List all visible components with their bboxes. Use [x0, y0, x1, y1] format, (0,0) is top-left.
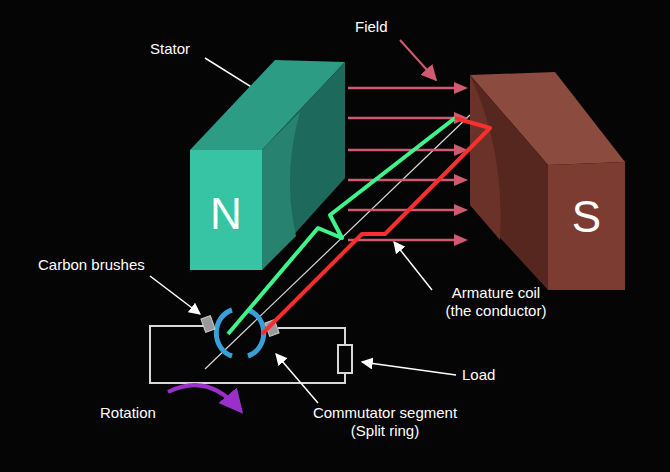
arrow-head [454, 174, 468, 186]
field-line [348, 239, 456, 242]
field-line [348, 179, 456, 182]
field-line [348, 117, 456, 120]
field-arrow [348, 174, 468, 186]
part-label: Field [355, 18, 415, 36]
field-arrow [348, 82, 468, 94]
magnet-face [470, 75, 501, 240]
arrow-head [454, 112, 468, 124]
magnet-pole: N [188, 56, 348, 274]
part-label: Commutator segment (Split ring) [305, 404, 465, 440]
part-label: Stator [150, 40, 220, 58]
part-label: Rotation [100, 404, 180, 422]
commutator-segment [248, 310, 264, 356]
field-line [348, 149, 456, 152]
leader-line [400, 40, 436, 80]
part-label: Armature coil (the conductor) [437, 284, 555, 320]
part-label: Carbon brushes [38, 256, 168, 274]
carbon-brush [265, 320, 279, 337]
carbon-brush [201, 316, 215, 333]
magnet-face [262, 112, 300, 270]
field-line [348, 87, 456, 90]
magnet-face [470, 75, 548, 290]
leader-line [150, 276, 200, 314]
magnet-block [468, 70, 628, 292]
arrow-head [454, 82, 468, 94]
magnet-face [262, 62, 345, 270]
leader-line [362, 362, 456, 375]
field-arrow [348, 144, 468, 156]
arrow-head [454, 144, 468, 156]
magnet-block [188, 56, 348, 274]
arrow-head [454, 204, 468, 216]
pole-letter: N [190, 192, 262, 236]
arrow-head [454, 234, 468, 246]
field-arrow [348, 204, 468, 216]
field-arrow [348, 234, 468, 246]
resistor-symbol [338, 345, 352, 373]
field-line [348, 209, 456, 212]
magnet-pole: S [468, 70, 628, 292]
magnet-face [548, 162, 625, 290]
part-label: Load [462, 366, 522, 384]
commutator-segment [216, 310, 232, 356]
magnet-face [190, 150, 262, 270]
pole-letter: S [548, 195, 625, 239]
leader-line [276, 354, 318, 403]
leader-line [394, 242, 432, 290]
field-arrow [348, 112, 468, 124]
load-circuit-wire [150, 326, 345, 383]
rotation-arrow [168, 385, 240, 410]
